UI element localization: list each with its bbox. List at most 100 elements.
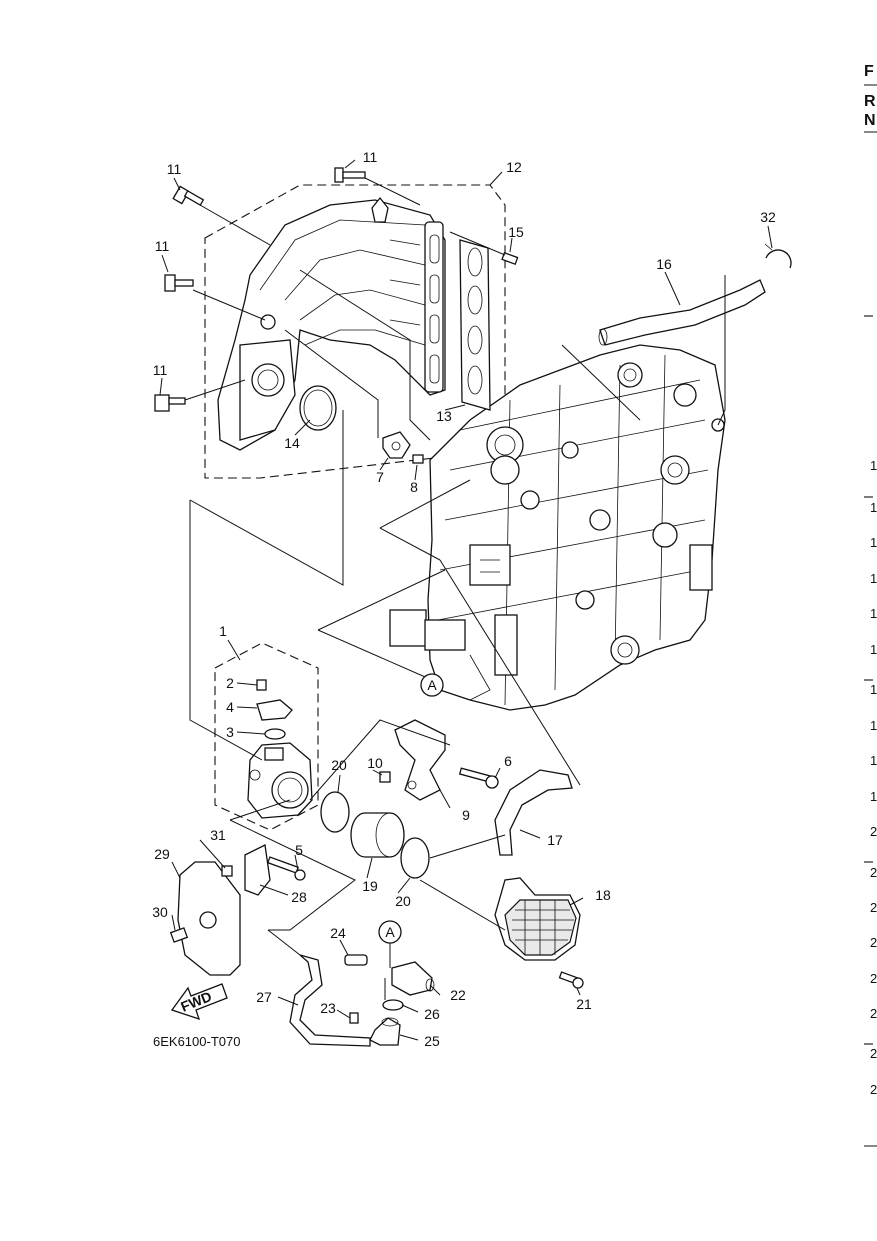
sensor-7: [382, 431, 411, 459]
bolt-5: [267, 856, 306, 881]
callout-9: 9: [462, 807, 470, 823]
callout-16: 16: [656, 256, 672, 272]
callout-7: 7: [376, 469, 384, 485]
callout-25: 25: [424, 1033, 440, 1049]
callout-11: 11: [167, 161, 182, 177]
gasket-20-right: [400, 837, 430, 879]
edge-mark: 1: [870, 642, 877, 657]
edge-mark: 1: [870, 753, 877, 768]
edge-letter-n: N: [864, 112, 876, 129]
callout-26: 26: [424, 1006, 440, 1022]
callout-11: 11: [363, 149, 378, 165]
screw-8: [412, 454, 424, 464]
sleeve-19: [350, 812, 405, 858]
edge-mark: 1: [870, 606, 877, 621]
valve-22: [391, 961, 435, 996]
callout-20: 20: [331, 757, 347, 773]
intake-manifold-group-outline: [204, 184, 506, 479]
bolt-11-left-middle: [164, 274, 194, 292]
callout-5: 5: [295, 842, 303, 858]
connector-marker-engine: A: [420, 673, 444, 697]
gasket-20-left: [320, 791, 350, 833]
joint-25: [369, 1017, 401, 1046]
callout-27: 27: [256, 989, 272, 1005]
edge-mark: 1: [870, 571, 877, 586]
leader-lines: [159, 159, 773, 1041]
fwd-arrow: FWD: [170, 983, 228, 1021]
callout-4: 4: [226, 699, 234, 715]
manifold-gasket: [459, 239, 491, 411]
callout-3: 3: [226, 724, 234, 740]
callout-24: 24: [330, 925, 346, 941]
callout-12: 12: [506, 159, 522, 175]
bolt-11-left-upper: [172, 185, 205, 206]
bolt-21: [558, 971, 584, 989]
bolt-30: [169, 927, 189, 943]
o-ring-14: [299, 385, 337, 431]
edge-mark: 2: [870, 1046, 877, 1061]
edge-mark: 2: [870, 1006, 877, 1021]
sensor-24: [344, 954, 368, 966]
engine-block: [389, 344, 726, 711]
callout-17: 17: [547, 832, 563, 848]
callout-6: 6: [504, 753, 512, 769]
edge-mark: 2: [870, 1082, 877, 1097]
callout-20: 20: [395, 893, 411, 909]
callout-11: 11: [155, 238, 170, 254]
callout-2: 2: [226, 675, 234, 691]
bolt-10: [379, 771, 391, 783]
callout-15: 15: [508, 224, 524, 240]
connector-marker-valve: A: [378, 920, 402, 944]
o-ring-26: [382, 999, 404, 1011]
throttle-body-group-outline: [214, 642, 319, 831]
screw-23: [349, 1012, 359, 1024]
edge-mark: 1: [870, 718, 877, 733]
callout-18: 18: [595, 887, 611, 903]
bolt-11-top: [334, 167, 366, 183]
callout-10: 10: [367, 755, 383, 771]
screw-2: [256, 679, 267, 691]
intake-manifold: [217, 196, 446, 451]
callout-13: 13: [436, 408, 452, 424]
edge-mark: 2: [870, 900, 877, 915]
bolt-11-left-lower: [154, 394, 186, 412]
callout-29: 29: [154, 846, 170, 862]
edge-mark: 1: [870, 500, 877, 515]
callout-14: 14: [284, 435, 300, 451]
sensor-4: [256, 699, 293, 721]
edge-mark: 1: [870, 458, 877, 473]
callout-22: 22: [450, 987, 466, 1003]
right-edge-column: F R N 1 1 1 1 1 1 1 1 1 1 2 2 2 2 2 2 2 …: [864, 63, 877, 1147]
edge-mark: 1: [870, 789, 877, 804]
hose-16: [598, 279, 766, 346]
callout-31: 31: [210, 827, 226, 843]
callout-28: 28: [291, 889, 307, 905]
throttle-body: [247, 742, 313, 819]
bracket-28: [244, 844, 271, 896]
screw-31: [221, 865, 233, 877]
edge-mark: 1: [870, 682, 877, 697]
dowel-pin-15: [501, 251, 519, 265]
edge-letter-r: R: [864, 93, 876, 110]
silencer-18: [494, 877, 581, 961]
bracket-9: [394, 719, 446, 801]
callout-1: 1: [219, 623, 227, 639]
callout-32: 32: [760, 209, 776, 225]
callout-30: 30: [152, 904, 168, 920]
callout-numbers: 11 11 12 15 32 16 11 11 14 13 7 8 1 2 4 …: [152, 149, 776, 1049]
connector-label: A: [427, 677, 437, 693]
edge-mark: 2: [870, 865, 877, 880]
figure-code: 6EK6100-T070: [153, 1034, 240, 1049]
hose-17: [494, 769, 573, 856]
callout-19: 19: [362, 878, 378, 894]
clip-32: [764, 243, 792, 269]
edge-mark: 2: [870, 971, 877, 986]
connector-label: A: [385, 924, 395, 940]
edge-letter-f: F: [864, 63, 874, 80]
hose-27: [289, 954, 371, 1047]
bolt-6: [458, 767, 499, 789]
callout-11: 11: [153, 362, 168, 378]
o-ring-3: [264, 728, 286, 740]
callout-8: 8: [410, 479, 418, 495]
